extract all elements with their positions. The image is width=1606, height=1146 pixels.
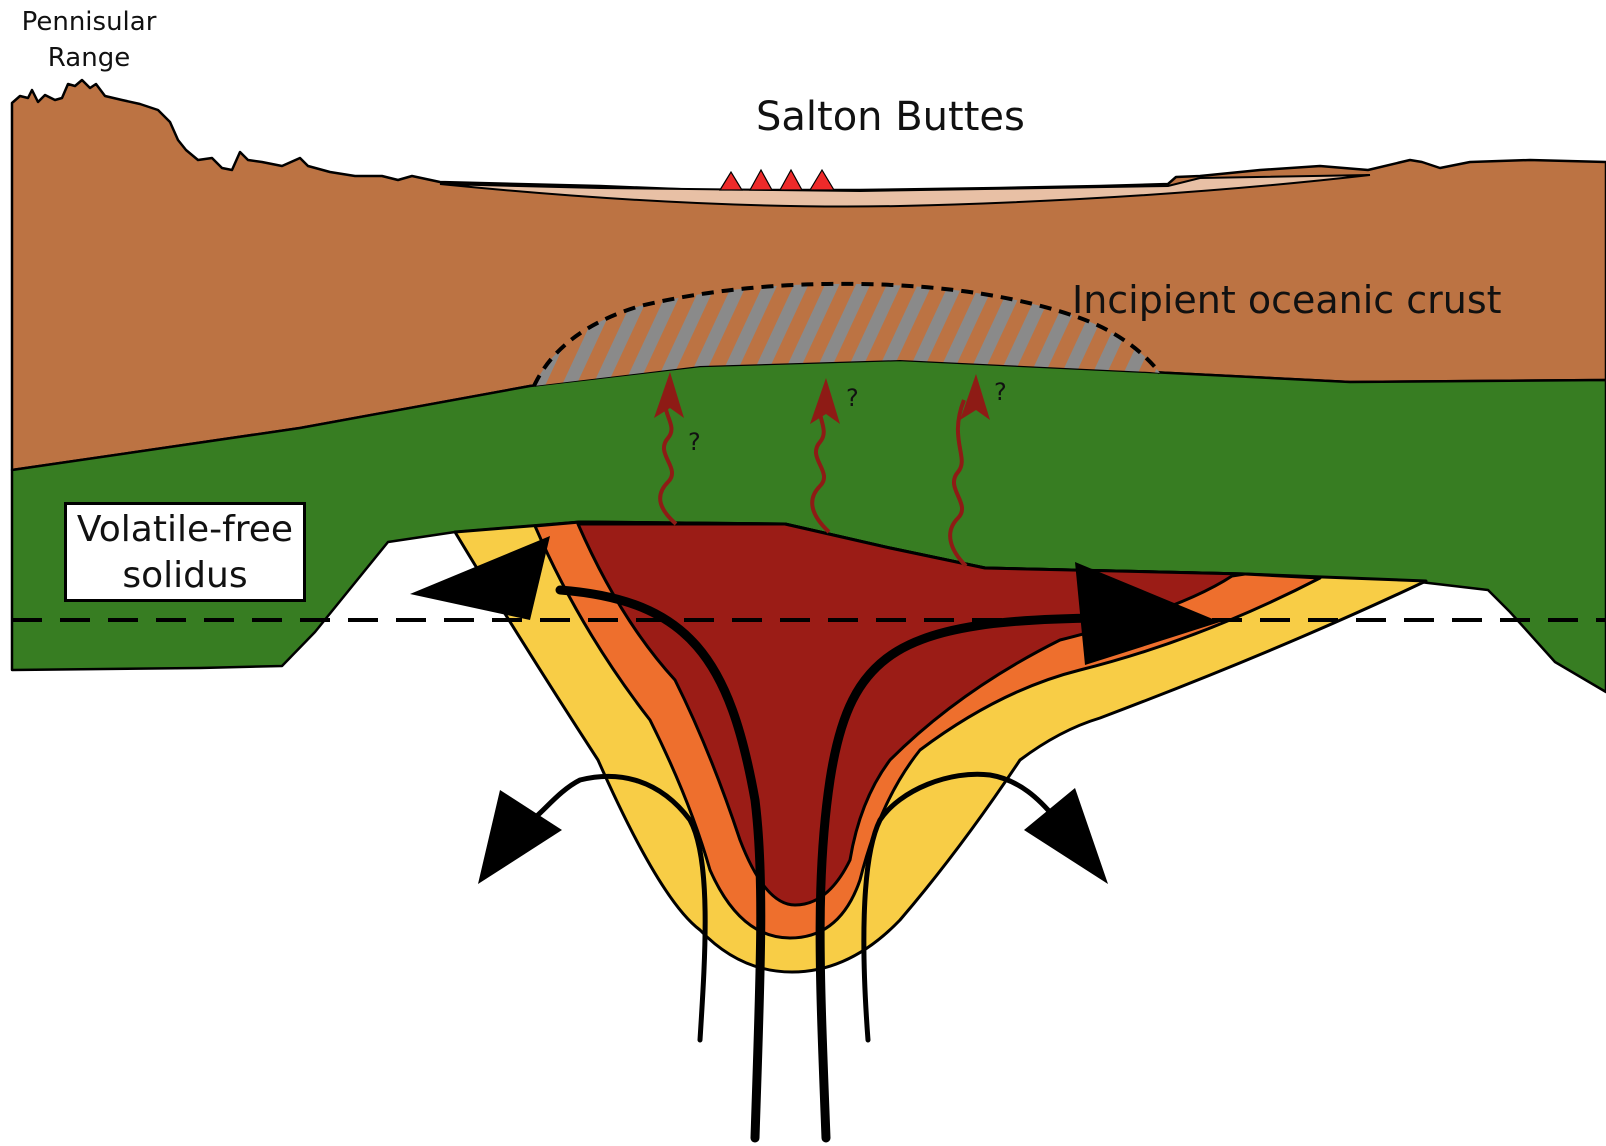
solidus-label-box: Volatile-free solidus [64,502,306,602]
range-label-line1: Pennisular [21,7,157,37]
volcano-icon [718,168,836,191]
question-mark-3: ? [994,378,1007,406]
solidus-label-line2: solidus [122,555,248,596]
range-label-line2: Range [47,43,131,73]
question-mark-2: ? [846,384,859,412]
question-mark-1: ? [688,428,701,456]
solidus-label-line1: Volatile-free [76,509,294,550]
flow-arrowheads [410,536,1220,884]
heat-arrow-icon [658,392,968,568]
sediment-basin [439,174,1371,208]
incipient-oceanic-crust [534,283,1160,386]
oceanic-crust-label: Incipient oceanic crust [1072,278,1502,322]
flow-arrow-icon [527,585,1105,1143]
pennisular-range-label: Pennisular Range [6,4,172,76]
heat-arrowheads [654,372,990,424]
salton-buttes-label: Salton Buttes [756,94,1025,140]
